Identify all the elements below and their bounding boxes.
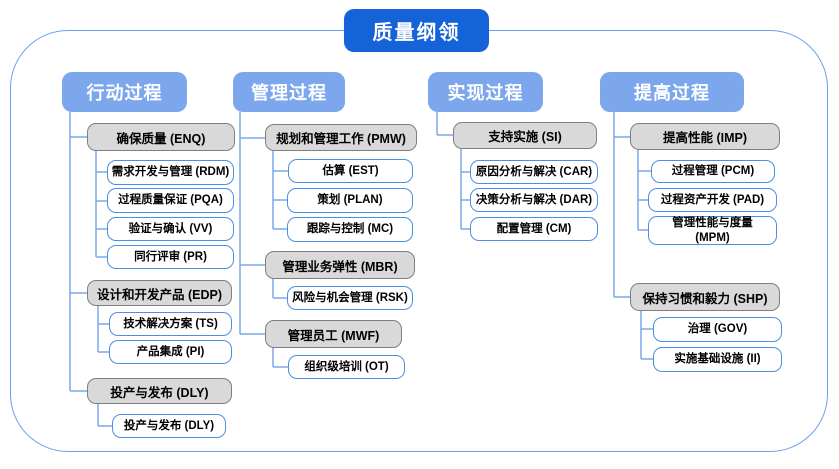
leaf-node-OT: 组织级培训 (OT) [288,355,405,379]
diagram-title: 质量纲领 [344,9,489,52]
leaf-node-VV: 验证与确认 (VV) [107,217,234,241]
group-node-EDP: 设计和开发产品 (EDP) [87,280,232,306]
leaf-node-MC: 跟踪与控制 (MC) [287,217,413,242]
header-action-process: 行动过程 [62,72,187,112]
leaf-node-RDM: 需求开发与管理 (RDM) [107,160,234,185]
leaf-node-RSK: 风险与机会管理 (RSK) [287,286,413,310]
leaf-node-PAD: 过程资产开发 (PAD) [648,188,777,212]
group-node-MWF: 管理员工 (MWF) [265,320,402,348]
header-implementation-process: 实现过程 [428,72,543,112]
header-management-process: 管理过程 [233,72,345,112]
leaf-node-PLAN: 策划 (PLAN) [287,188,413,213]
leaf-node-CM: 配置管理 (CM) [470,217,598,241]
leaf-node-TS: 技术解决方案 (TS) [109,312,232,336]
group-node-SI: 支持实施 (SI) [453,122,597,149]
leaf-node-II: 实施基础设施 (II) [653,347,782,372]
group-node-PMW: 规划和管理工作 (PMW) [265,124,417,151]
group-node-IMP: 提高性能 (IMP) [630,123,780,150]
leaf-node-CAR: 原因分析与解决 (CAR) [470,160,598,184]
header-improvement-process: 提高过程 [600,72,744,112]
leaf-node-PCM: 过程管理 (PCM) [651,160,775,183]
leaf-node-DAR: 决策分析与解决 (DAR) [470,188,598,212]
group-node-MBR: 管理业务弹性 (MBR) [265,251,415,279]
leaf-node-GOV: 治理 (GOV) [653,317,782,342]
group-node-ENQ: 确保质量 (ENQ) [87,123,235,151]
leaf-node-EST: 估算 (EST) [288,159,413,183]
leaf-node-DLY: 投产与发布 (DLY) [112,414,226,438]
group-node-DLY: 投产与发布 (DLY) [87,378,232,404]
leaf-node-PQA: 过程质量保证 (PQA) [107,188,234,213]
leaf-node-PR: 同行评审 (PR) [107,245,234,269]
leaf-node-PI: 产品集成 (PI) [109,340,232,364]
group-node-SHP: 保持习惯和毅力 (SHP) [630,283,780,311]
leaf-node-MPM: 管理性能与度量 (MPM) [648,216,777,245]
